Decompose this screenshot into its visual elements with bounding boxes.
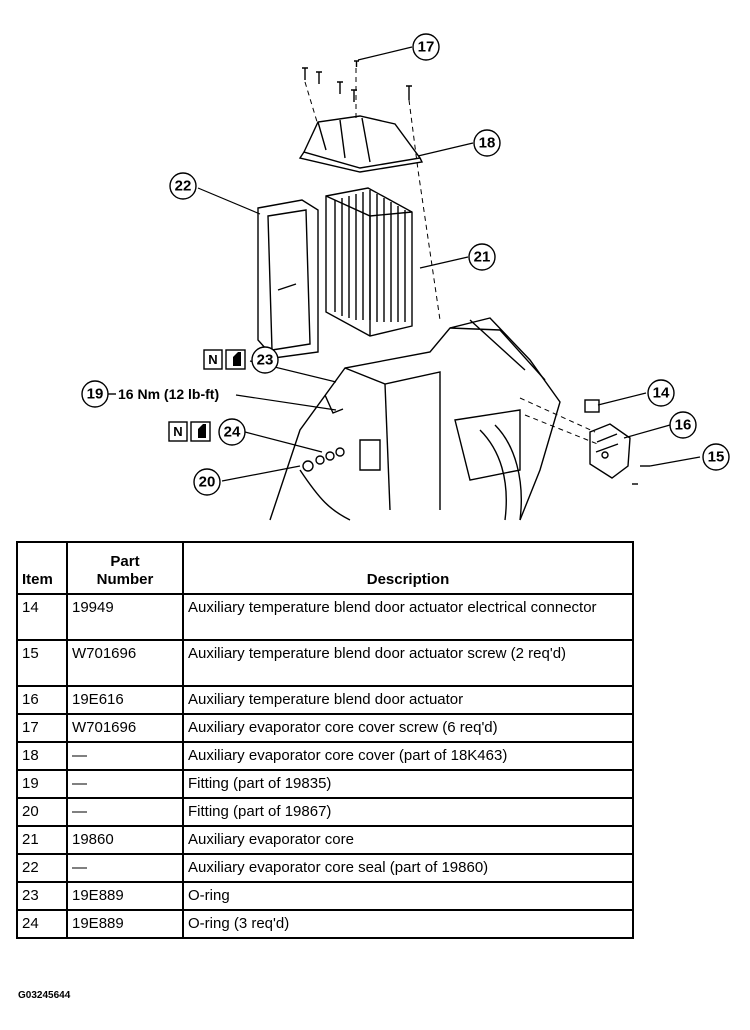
callout-23 xyxy=(251,346,279,374)
svg-text:N: N xyxy=(208,352,217,367)
callout-19-label: 19 xyxy=(87,386,104,403)
evaporator-seal xyxy=(257,199,319,359)
callout-21 xyxy=(468,243,496,271)
lubricant-icon xyxy=(198,424,206,438)
torque-spec: 16 Nm (12 lb-ft) xyxy=(118,386,219,402)
callout-24 xyxy=(218,418,246,446)
callout-18-label: 18 xyxy=(479,135,496,152)
callout-22-label: 22 xyxy=(175,178,192,195)
evaporator-cover xyxy=(298,115,424,173)
callout-15 xyxy=(702,443,730,471)
table-row: 18—Auxiliary evaporator core cover (part… xyxy=(16,741,634,771)
table-row: 19—Fitting (part of 19835) xyxy=(16,769,634,799)
callout-21-label: 21 xyxy=(474,249,491,266)
lubricant-icon xyxy=(233,352,241,366)
table-row: 22—Auxiliary evaporator core seal (part … xyxy=(16,853,634,883)
callout-20 xyxy=(193,468,221,496)
callout-14-label: 14 xyxy=(653,385,670,402)
callout-22 xyxy=(169,172,197,200)
figure-code: G03245644 xyxy=(18,990,71,1001)
callout-14 xyxy=(647,379,675,407)
blend-door-actuator xyxy=(589,423,631,479)
callout-15-label: 15 xyxy=(708,449,725,466)
header-item: Item xyxy=(16,541,68,595)
callout-20-label: 20 xyxy=(199,474,216,491)
table-row: 20—Fitting (part of 19867) xyxy=(16,797,634,827)
heater-housing xyxy=(269,317,561,521)
header-description: Description xyxy=(182,541,634,595)
callout-18 xyxy=(473,129,501,157)
cover-screws xyxy=(302,60,412,102)
evaporator-core xyxy=(325,187,413,337)
callout-17 xyxy=(412,33,440,61)
actuator-connector xyxy=(584,399,600,413)
callout-16 xyxy=(669,411,697,439)
callout-17-label: 17 xyxy=(418,39,435,56)
callout-23-label: 23 xyxy=(257,352,274,369)
callout-24-label: 24 xyxy=(224,424,241,441)
svg-text:N: N xyxy=(173,424,182,439)
callout-16-label: 16 xyxy=(675,417,692,434)
exploded-diagram: 17 18 21 22 23 19 24 20 14 16 15 16 Nm (… xyxy=(81,33,730,521)
n-box-23: N xyxy=(203,349,246,370)
n-box-24: N xyxy=(168,421,211,442)
